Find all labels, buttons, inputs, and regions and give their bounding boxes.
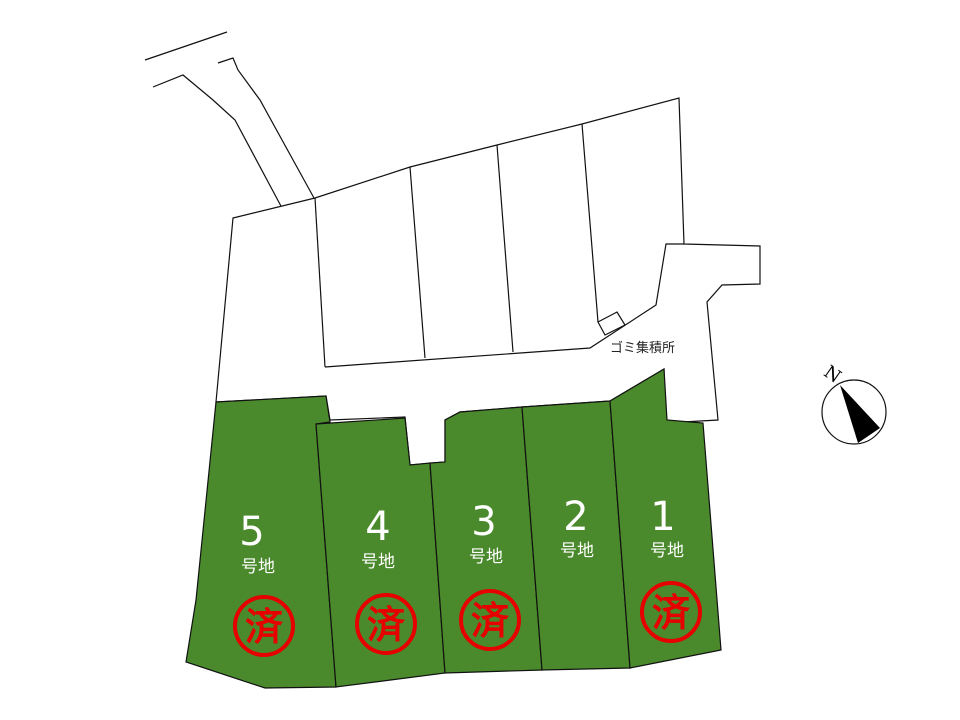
sold-stamp-lot-3: 済 — [459, 589, 521, 651]
svg-text:済: 済 — [471, 598, 510, 643]
svg-text:済: 済 — [367, 602, 406, 647]
lot-4-label: 4 号地 — [361, 504, 395, 572]
road-line — [152, 74, 283, 209]
garbage-area — [597, 311, 626, 336]
lot-2-label: 2 号地 — [560, 494, 594, 561]
sold-stamp-lot-5: 済 — [233, 595, 295, 657]
svg-text:号地: 号地 — [560, 541, 594, 561]
lot-divider — [496, 144, 514, 353]
svg-text:号地: 号地 — [361, 552, 395, 572]
svg-text:号地: 号地 — [241, 557, 275, 577]
svg-text:済: 済 — [652, 590, 691, 635]
sold-stamp-lot-1: 済 — [640, 581, 702, 643]
svg-text:5: 5 — [239, 509, 264, 555]
road-line — [217, 57, 315, 199]
compass-icon: N — [820, 361, 887, 445]
svg-text:1: 1 — [650, 494, 675, 540]
sold-stamp-lot-4: 済 — [355, 593, 417, 655]
svg-text:2: 2 — [563, 494, 588, 540]
road-line — [144, 31, 228, 61]
lot-divider — [314, 197, 326, 368]
svg-text:済: 済 — [245, 604, 284, 649]
svg-text:4: 4 — [365, 504, 390, 550]
svg-text:号地: 号地 — [469, 547, 503, 567]
lot-1-label: 1 号地 — [650, 494, 684, 561]
lot-divider — [581, 123, 599, 323]
lot-3-label: 3 号地 — [469, 499, 503, 567]
lot-divider — [409, 166, 426, 359]
svg-text:3: 3 — [471, 499, 496, 545]
lot-5-label: 5 号地 — [239, 509, 275, 577]
road-line — [324, 243, 684, 368]
garbage-label: ゴミ集積所 — [610, 340, 675, 356]
svg-text:号地: 号地 — [650, 541, 684, 561]
